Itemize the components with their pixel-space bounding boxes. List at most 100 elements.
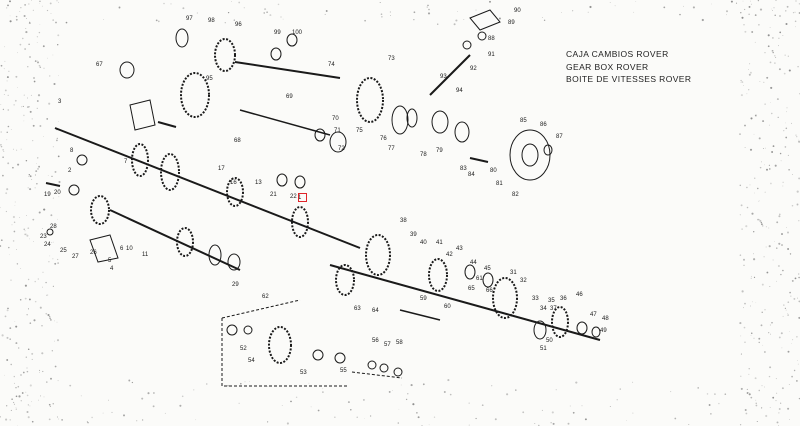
gear <box>428 258 448 292</box>
scan-speck <box>491 385 493 387</box>
scan-speck <box>4 374 5 376</box>
scan-speck <box>37 278 39 280</box>
scan-speck <box>781 387 784 390</box>
scan-speck <box>788 169 790 171</box>
scan-speck <box>57 121 59 122</box>
scan-speck <box>797 297 798 299</box>
scan-speck <box>772 396 775 399</box>
scan-speck <box>277 3 280 6</box>
scan-speck <box>766 271 769 274</box>
scan-speck <box>764 103 766 105</box>
ring <box>314 128 326 142</box>
bearing <box>454 121 470 143</box>
scan-speck <box>632 412 634 414</box>
housing-inner <box>521 143 539 167</box>
scan-speck <box>50 377 52 380</box>
scan-speck <box>787 248 790 250</box>
scan-speck <box>52 258 54 260</box>
scan-speck <box>755 402 757 404</box>
scan-speck <box>773 241 775 242</box>
scan-speck <box>759 166 762 169</box>
scan-speck <box>750 275 752 277</box>
scan-speck <box>10 363 12 366</box>
scan-speck <box>792 339 794 341</box>
scan-speck <box>35 170 38 173</box>
scan-speck <box>141 397 144 400</box>
scan-speck <box>740 335 742 337</box>
diagram-title-block: CAJA CAMBIOS ROVER GEAR BOX ROVER BOITE … <box>566 48 691 86</box>
part-number-93: 93 <box>440 74 447 80</box>
scan-speck <box>34 187 36 189</box>
scan-speck <box>761 283 764 286</box>
scan-speck <box>710 3 712 5</box>
part-number-67: 67 <box>96 62 103 68</box>
part-number-72: 72 <box>338 146 345 152</box>
gear <box>391 105 409 135</box>
gear <box>365 234 391 276</box>
scan-speck <box>31 358 33 360</box>
scan-speck <box>170 3 172 5</box>
scan-speck <box>785 136 788 139</box>
part-number-3: 3 <box>58 99 62 105</box>
scan-speck <box>42 271 44 273</box>
scan-speck <box>506 393 509 396</box>
scan-speck <box>25 159 28 162</box>
scan-speck <box>744 30 747 33</box>
scan-speck <box>744 341 746 343</box>
scan-speck <box>724 393 727 396</box>
scan-speck <box>778 336 781 339</box>
scan-speck <box>457 11 458 12</box>
scan-speck <box>8 254 10 256</box>
part-number-27: 27 <box>72 254 79 260</box>
scan-speck <box>796 336 798 338</box>
scan-speck <box>760 324 763 327</box>
scan-speck <box>20 400 22 402</box>
scan-speck <box>28 298 31 301</box>
ring <box>227 253 241 271</box>
scan-speck <box>748 69 749 70</box>
part-number-79: 79 <box>436 148 443 154</box>
scan-speck <box>36 36 39 38</box>
scan-speck <box>791 343 792 344</box>
scan-speck <box>47 313 50 317</box>
scan-speck <box>764 309 766 311</box>
scan-speck <box>206 383 208 385</box>
scan-speck <box>763 81 765 84</box>
scan-speck <box>739 184 742 187</box>
scan-speck <box>317 409 320 412</box>
scan-speck <box>15 75 18 78</box>
scan-speck <box>755 115 757 117</box>
scan-speck <box>51 175 53 178</box>
scan-speck <box>249 381 250 382</box>
scan-speck <box>785 10 787 12</box>
scan-speck <box>54 340 55 342</box>
scan-speck <box>765 226 767 228</box>
scan-speck <box>748 13 750 15</box>
scan-speck <box>196 12 198 14</box>
scan-speck <box>789 419 790 420</box>
part-number-35: 35 <box>548 298 555 304</box>
scan-speck <box>15 15 18 18</box>
scan-speck <box>41 228 43 229</box>
scan-speck <box>741 81 744 84</box>
ring <box>367 360 377 370</box>
scan-speck <box>6 405 8 407</box>
scan-speck <box>426 6 428 8</box>
scan-speck <box>614 5 616 7</box>
scan-speck <box>567 422 570 425</box>
title-line-french: BOITE DE VITESSES ROVER <box>566 74 692 84</box>
scan-speck <box>778 408 781 410</box>
scan-speck <box>43 135 44 137</box>
scan-speck <box>798 276 800 279</box>
scan-speck <box>772 50 774 52</box>
scan-speck <box>13 401 15 404</box>
scan-speck <box>633 11 635 13</box>
scan-speck <box>779 15 781 17</box>
scan-speck <box>753 337 755 339</box>
scan-speck <box>427 12 431 15</box>
scan-speck <box>56 0 58 2</box>
scan-speck <box>688 424 690 426</box>
scan-speck <box>796 190 799 193</box>
scan-speck <box>786 226 788 228</box>
scan-speck <box>4 60 6 62</box>
